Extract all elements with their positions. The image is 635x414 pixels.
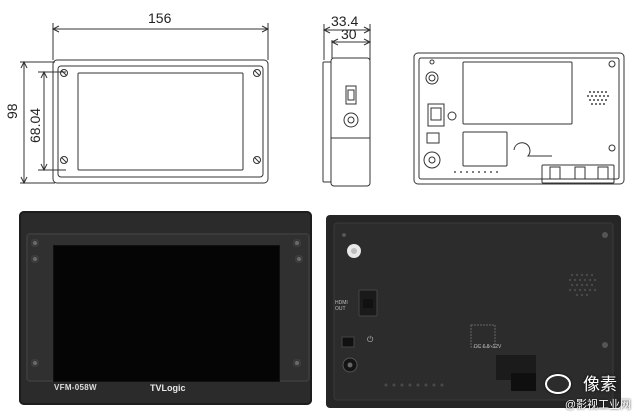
dimension-screen-height-label: 68.04 [27,107,43,143]
front-view-drawing [20,23,270,185]
bezel-screw [31,255,39,263]
hdmi-out-label: HDMI OUT [335,300,348,312]
watermark-logo-text: 像素 [583,375,617,394]
bezel-screw [295,255,303,263]
bezel-screw [31,359,39,367]
monitor-screen [53,245,280,382]
power-symbol-icon: ⏻ [367,335,374,344]
power-input-label: DC 6.8~12V [474,344,502,350]
dimension-width-label: 156 [148,10,172,26]
dimension-height-label: 98 [4,103,20,119]
technical-drawings [20,23,625,187]
side-view-drawing [322,24,372,187]
bezel-screw [31,239,39,247]
rear-speaker-grille-drawing [587,91,609,105]
rear-product-photo: HDMI OUT DC 6.8~12V ⏻ [326,215,621,408]
bezel-screw [293,359,301,367]
dimension-depth-total-label: 33.4 [331,13,359,29]
watermark-wechat-icon [545,374,571,394]
front-product-photo: VFM-058W TVLogic [19,211,312,405]
bezel-screw [293,239,301,247]
front-brand-logo: TVLogic [150,383,186,393]
front-model-label: VFM-058W [54,383,97,392]
watermark-credit-text: @影视工业网 [564,399,631,411]
rear-connector-dots-drawing [454,171,498,173]
dimension-depth-body-label: 30 [341,26,357,42]
rear-view-drawing [413,52,625,185]
rear-photo-details [333,222,614,401]
